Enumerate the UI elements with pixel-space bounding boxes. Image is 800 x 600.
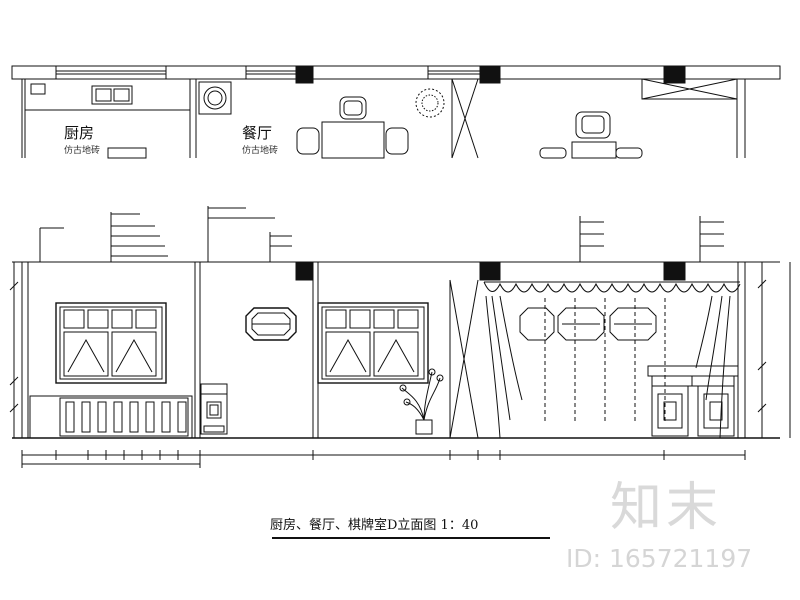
- drawing-title: 厨房、餐厅、棋牌室D立面图 1：40: [270, 518, 479, 533]
- kitchen-floor-material: 仿古地砖: [64, 146, 101, 156]
- kitchen-name: 厨房: [64, 124, 95, 142]
- dining-name: 餐厅: [242, 124, 273, 142]
- column: [663, 65, 686, 84]
- floor-plan: [11, 65, 781, 159]
- column: [295, 261, 314, 281]
- dining-floor-material: 仿古地砖: [242, 146, 279, 156]
- kitchen-label: 厨房 仿古地砖: [64, 122, 100, 156]
- watermark-id: ID: 165721197: [566, 544, 753, 573]
- watermark-logo: 知末: [610, 478, 723, 538]
- column: [479, 65, 501, 84]
- column: [295, 65, 314, 84]
- dining-label: 餐厅 仿古地砖: [242, 122, 278, 156]
- column: [663, 261, 686, 281]
- elevation-view: [9, 206, 791, 468]
- title-underline: [272, 537, 550, 539]
- column: [479, 261, 501, 281]
